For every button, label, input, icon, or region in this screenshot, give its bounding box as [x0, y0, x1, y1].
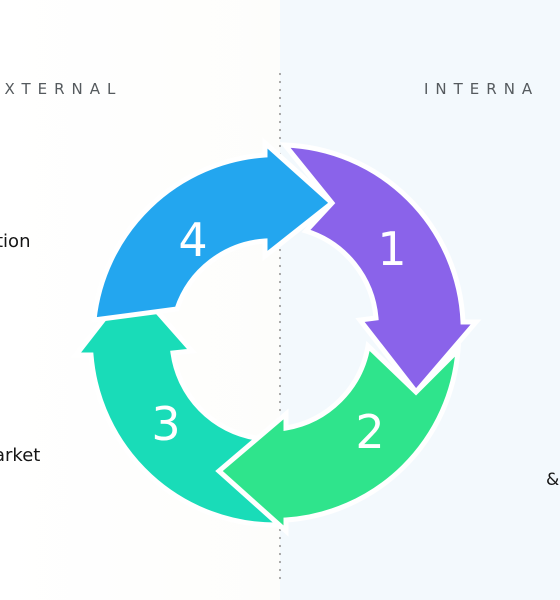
- cycle-arrow-4: [91, 137, 336, 323]
- center-divider: [279, 70, 281, 580]
- upper-left-label: tion: [0, 231, 31, 252]
- cycle-number-1: 1: [377, 222, 406, 276]
- external-title: EXTERNAL: [0, 80, 123, 98]
- cycle-arrow-2: [215, 340, 462, 537]
- internal-title: INTERNA: [424, 80, 540, 98]
- lower-left-label: arket: [0, 445, 41, 466]
- cycle-number-4: 4: [178, 213, 207, 267]
- cycle-arrow-1: [279, 142, 482, 396]
- cycle-number-3: 3: [151, 397, 180, 451]
- lower-right-label: &: [546, 470, 560, 490]
- cycle-number-2: 2: [355, 405, 384, 459]
